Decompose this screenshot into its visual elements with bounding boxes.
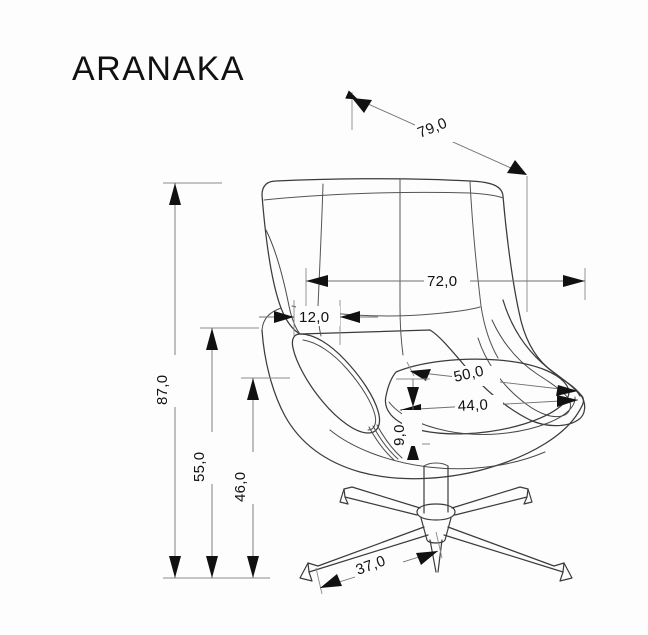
backrest-seam-3 bbox=[469, 181, 499, 359]
arrowhead-9-bottom bbox=[407, 440, 419, 460]
base-column bbox=[423, 465, 449, 514]
dimension-72: 72,0 bbox=[305, 268, 586, 310]
arrowhead-79-right bbox=[507, 160, 527, 175]
base-leg-back-left-cap bbox=[339, 488, 349, 505]
backrest-seam-1 bbox=[317, 183, 324, 337]
dimension-37: 37,0 bbox=[315, 531, 443, 595]
ext-line-37-right bbox=[435, 531, 443, 559]
seat-cushion-top bbox=[384, 358, 570, 435]
arrowhead-50-right bbox=[556, 385, 578, 396]
ext-line-37-left bbox=[315, 567, 323, 595]
dim-12-text-bg bbox=[296, 306, 340, 326]
base-leg-front-left-cap bbox=[299, 562, 313, 582]
dim-79-text-bg bbox=[415, 120, 473, 142]
arrowhead-46-top bbox=[247, 378, 259, 400]
arrowhead-9-top bbox=[407, 387, 419, 407]
arrowhead-12-right bbox=[340, 311, 360, 323]
seat-front-skirt bbox=[329, 429, 546, 470]
arrowhead-55-bottom bbox=[206, 556, 218, 578]
base-leg-front-right bbox=[443, 526, 565, 573]
dim-55-text-bg bbox=[201, 432, 223, 484]
dimension-87: 87,0 bbox=[154, 182, 270, 579]
arrowhead-44-right bbox=[557, 395, 578, 407]
base-leg-back-right-cap bbox=[523, 488, 533, 505]
dim-72-text-bg bbox=[424, 270, 470, 290]
arrowhead-12-left bbox=[274, 311, 294, 323]
ext-line-50-left bbox=[406, 361, 415, 377]
seat-left-edge bbox=[261, 307, 282, 331]
arrowhead-79-left bbox=[352, 98, 372, 113]
right-armrest-outline bbox=[502, 299, 581, 397]
seat-lever-detail-3 bbox=[376, 424, 403, 459]
base-column-top bbox=[423, 462, 449, 467]
left-armrest-crease bbox=[302, 339, 377, 431]
dim-label-72: 72,0 bbox=[427, 273, 457, 290]
dimension-9: 9,0 bbox=[391, 378, 430, 460]
dim-label-46: 46,0 bbox=[232, 472, 249, 502]
base-leg-center-front bbox=[429, 539, 443, 573]
backrest-horizontal-seam bbox=[263, 191, 504, 201]
dimension-79: 79,0 bbox=[345, 90, 528, 312]
seat-lever-detail-2 bbox=[372, 425, 399, 460]
arrowhead-87-bottom bbox=[169, 556, 181, 578]
dim-50-text-bg bbox=[452, 366, 500, 386]
dim-label-55: 55,0 bbox=[191, 452, 208, 482]
arrowhead-87-top bbox=[169, 183, 181, 205]
dim-label-50: 50,0 bbox=[452, 362, 485, 385]
dim-label-44: 44,0 bbox=[457, 396, 488, 415]
base-leg-back-right bbox=[451, 486, 529, 516]
dim-87-text-bg bbox=[164, 355, 186, 407]
backrest-seam-2 bbox=[399, 179, 404, 356]
arrowhead-37-left bbox=[320, 574, 342, 588]
backrest-outline bbox=[261, 178, 586, 427]
dim-46-text-bg bbox=[242, 452, 264, 504]
arrowhead-72-right bbox=[563, 275, 585, 287]
arrowhead-55-top bbox=[206, 328, 218, 350]
base-hub-cone bbox=[420, 517, 452, 544]
base-hub bbox=[416, 503, 456, 521]
arrowhead-72-left bbox=[306, 275, 328, 287]
chair-illustration bbox=[261, 178, 586, 582]
dimension-50: 50,0 bbox=[406, 361, 579, 396]
arrowhead-50-left bbox=[410, 369, 431, 381]
dim-9-text-bg bbox=[402, 410, 422, 446]
backrest-left-wing-seam bbox=[265, 229, 301, 335]
dimension-12: 12,0 bbox=[259, 300, 378, 345]
dim-label-12: 12,0 bbox=[299, 309, 329, 326]
arrowhead-37-right bbox=[416, 551, 438, 565]
base-leg-back-left bbox=[343, 486, 421, 516]
seat-shell-outline bbox=[261, 329, 585, 480]
left-armrest-pad bbox=[291, 333, 381, 434]
dim-44-text-bg bbox=[455, 395, 503, 415]
dim-label-87: 87,0 bbox=[154, 375, 171, 405]
dim-label-9: 9,0 bbox=[391, 424, 408, 446]
dimension-55: 55,0 bbox=[191, 327, 259, 578]
seat-lever-detail bbox=[368, 426, 395, 461]
page-title: ARANAKA bbox=[72, 50, 245, 88]
dim-37-text-bg bbox=[355, 558, 403, 578]
base-leg-front-right-cap bbox=[559, 562, 573, 582]
dimension-46: 46,0 bbox=[232, 377, 290, 578]
arrowhead-46-bottom bbox=[247, 556, 259, 578]
